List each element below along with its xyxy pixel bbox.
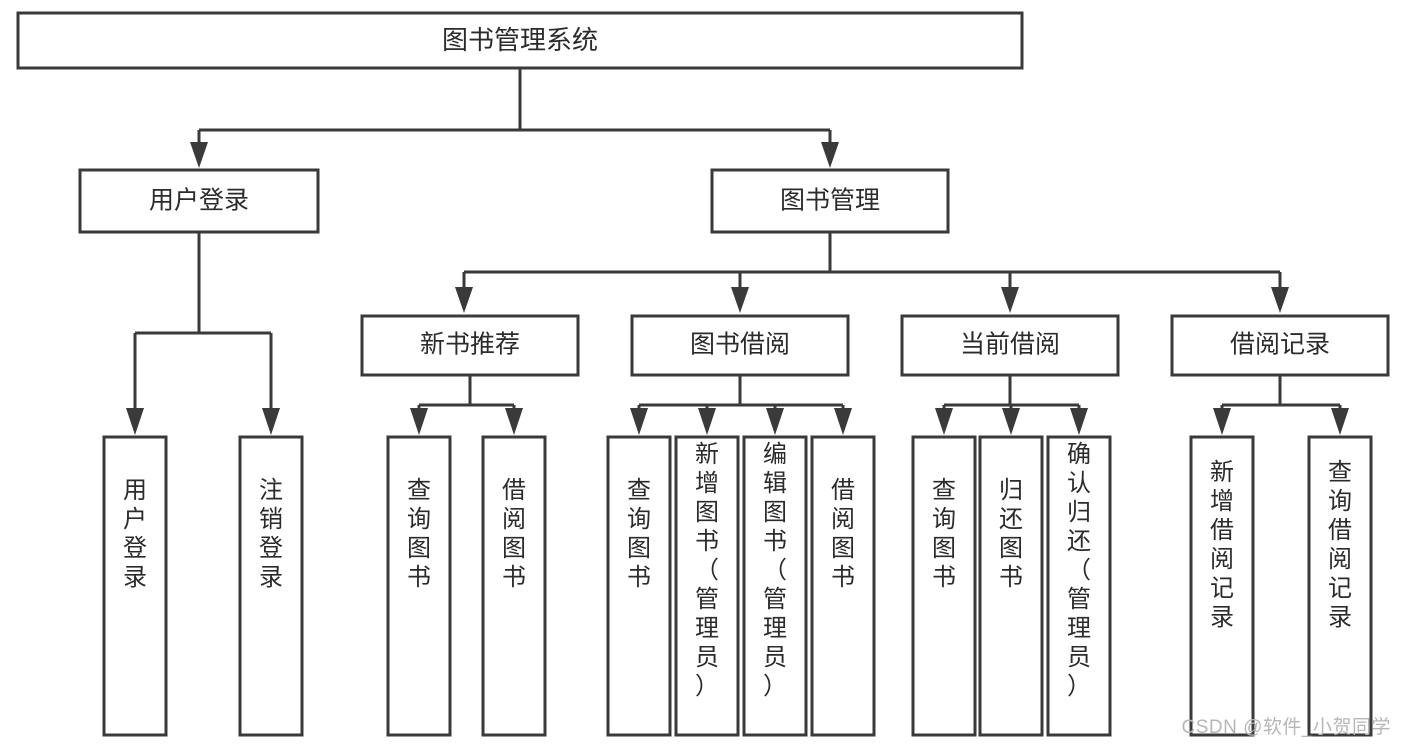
leaf-node-query-borrow-record-label: 查询借阅记录 bbox=[1328, 459, 1352, 631]
node-current-borrow-box bbox=[900, 314, 1120, 377]
arrowhead-borrowrecord-leaf1 bbox=[1213, 408, 1231, 435]
leaf-node-user-login[interactable]: 用户登录 bbox=[102, 435, 168, 737]
leaf-node-confirm-return-admin-box bbox=[1046, 435, 1112, 737]
leaf-node-bookborrow-borrow-book[interactable]: 借阅图书 bbox=[810, 435, 876, 737]
node-book-borrow-label: 图书借阅 bbox=[690, 331, 790, 359]
leaf-node-currentborrow-query-book[interactable]: 查询图书 bbox=[911, 435, 977, 737]
leaf-node-currentborrow-query-book-box bbox=[911, 435, 977, 737]
connectors-newbook-to-leaves bbox=[410, 375, 523, 435]
arrowhead-currentborrow-leaf2 bbox=[1002, 408, 1020, 435]
arrowhead-currentborrow-leaf1 bbox=[935, 408, 953, 435]
node-current-borrow-label: 当前借阅 bbox=[960, 331, 1060, 359]
node-borrow-record-label: 借阅记录 bbox=[1230, 331, 1330, 359]
leaf-node-newbook-borrow-book[interactable]: 借阅图书 bbox=[481, 435, 547, 737]
leaf-node-edit-book-admin-box bbox=[742, 435, 808, 737]
arrowhead-new-book bbox=[455, 287, 473, 313]
leaf-node-bookborrow-borrow-book-box bbox=[810, 435, 876, 737]
leaf-node-edit-book-admin-label: 编辑图书（管理员） bbox=[763, 441, 787, 700]
leaf-node-user-login-box bbox=[102, 435, 168, 737]
node-root-box bbox=[16, 11, 1024, 70]
arrowhead-newbook-leaf2 bbox=[505, 408, 523, 435]
leaf-node-add-book-admin-box bbox=[674, 435, 740, 737]
node-user-login[interactable]: 用户登录 bbox=[78, 168, 320, 234]
leaf-node-bookborrow-borrow-book-label: 借阅图书 bbox=[831, 477, 855, 591]
leaf-node-newbook-query-book[interactable]: 查询图书 bbox=[386, 435, 452, 737]
node-new-book-recommend[interactable]: 新书推荐 bbox=[360, 314, 580, 377]
node-borrow-record-box bbox=[1170, 314, 1390, 377]
leaf-node-return-book[interactable]: 归还图书 bbox=[978, 435, 1044, 737]
arrowhead-leaf-logout bbox=[262, 408, 280, 435]
node-current-borrow[interactable]: 当前借阅 bbox=[900, 314, 1120, 377]
leaf-node-add-book-admin[interactable]: 新增图书（管理员） bbox=[674, 435, 740, 737]
arrowhead-bookborrow-leaf1 bbox=[630, 408, 648, 435]
leaf-node-logout-box bbox=[238, 435, 304, 737]
leaf-node-confirm-return-admin-label: 确认归还（管理员） bbox=[1067, 441, 1091, 700]
leaf-node-logout-label: 注销登录 bbox=[259, 477, 283, 591]
leaf-node-add-borrow-record-label: 新增借阅记录 bbox=[1210, 459, 1234, 631]
leaf-node-newbook-borrow-book-box bbox=[481, 435, 547, 737]
node-new-book-recommend-label: 新书推荐 bbox=[420, 331, 520, 359]
arrowhead-current-borrow bbox=[1001, 287, 1019, 313]
connectors-bookmgmt-to-level3 bbox=[455, 232, 1289, 313]
node-book-borrow[interactable]: 图书借阅 bbox=[630, 314, 850, 377]
connectors-borrowrecord-to-leaves bbox=[1213, 375, 1349, 435]
connectors-root-to-level2 bbox=[190, 68, 839, 168]
arrowhead-bookborrow-leaf2 bbox=[698, 408, 716, 435]
node-book-management-label: 图书管理 bbox=[780, 187, 880, 215]
leaf-node-currentborrow-query-book-label: 查询图书 bbox=[932, 477, 956, 591]
arrowhead-borrowrecord-leaf2 bbox=[1331, 408, 1349, 435]
arrowhead-newbook-leaf1 bbox=[410, 408, 428, 435]
leaf-node-bookborrow-query-book[interactable]: 查询图书 bbox=[606, 435, 672, 737]
node-root-book-management-system[interactable]: 图书管理系统 bbox=[16, 11, 1024, 70]
connectors-currentborrow-to-leaves bbox=[935, 375, 1088, 435]
leaf-node-newbook-borrow-book-label: 借阅图书 bbox=[502, 477, 526, 591]
leaf-node-return-book-label: 归还图书 bbox=[999, 477, 1023, 591]
leaf-node-confirm-return-admin[interactable]: 确认归还（管理员） bbox=[1046, 435, 1112, 737]
arrowhead-user-login bbox=[190, 142, 208, 168]
arrowhead-currentborrow-leaf3 bbox=[1070, 408, 1088, 435]
arrowhead-leaf-user-login bbox=[126, 408, 144, 435]
leaf-node-newbook-query-book-label: 查询图书 bbox=[407, 477, 431, 591]
leaf-node-edit-book-admin[interactable]: 编辑图书（管理员） bbox=[742, 435, 808, 737]
arrowhead-borrow-record bbox=[1271, 287, 1289, 313]
node-new-book-recommend-box bbox=[360, 314, 580, 377]
arrowhead-book-borrow bbox=[731, 287, 749, 313]
leaf-node-query-borrow-record-box bbox=[1307, 435, 1373, 737]
leaf-node-add-borrow-record-box bbox=[1189, 435, 1255, 737]
node-user-login-box bbox=[78, 168, 320, 234]
node-user-login-label: 用户登录 bbox=[149, 187, 249, 215]
leaf-node-bookborrow-query-book-label: 查询图书 bbox=[627, 477, 651, 591]
node-root-label: 图书管理系统 bbox=[442, 25, 598, 55]
leaf-node-newbook-query-book-box bbox=[386, 435, 452, 737]
node-book-management-box bbox=[710, 168, 950, 234]
leaf-node-user-login-label: 用户登录 bbox=[123, 477, 147, 591]
csdn-watermark: CSDN @软件_小贺同学 bbox=[1181, 717, 1391, 738]
leaf-node-logout[interactable]: 注销登录 bbox=[238, 435, 304, 737]
node-book-borrow-box bbox=[630, 314, 850, 377]
leaf-node-add-borrow-record[interactable]: 新增借阅记录 bbox=[1189, 435, 1255, 737]
leaf-node-add-book-admin-label: 新增图书（管理员） bbox=[695, 441, 719, 700]
arrowhead-book-mgmt bbox=[821, 142, 839, 168]
connectors-userlogin-to-leaves bbox=[126, 232, 280, 435]
connectors-bookborrow-to-leaves bbox=[630, 375, 852, 435]
arrowhead-bookborrow-leaf3 bbox=[766, 408, 784, 435]
node-borrow-record[interactable]: 借阅记录 bbox=[1170, 314, 1390, 377]
leaf-node-query-borrow-record[interactable]: 查询借阅记录 bbox=[1307, 435, 1373, 737]
leaf-node-bookborrow-query-book-box bbox=[606, 435, 672, 737]
arrowhead-bookborrow-leaf4 bbox=[834, 408, 852, 435]
leaf-node-return-book-box bbox=[978, 435, 1044, 737]
node-book-management[interactable]: 图书管理 bbox=[710, 168, 950, 234]
